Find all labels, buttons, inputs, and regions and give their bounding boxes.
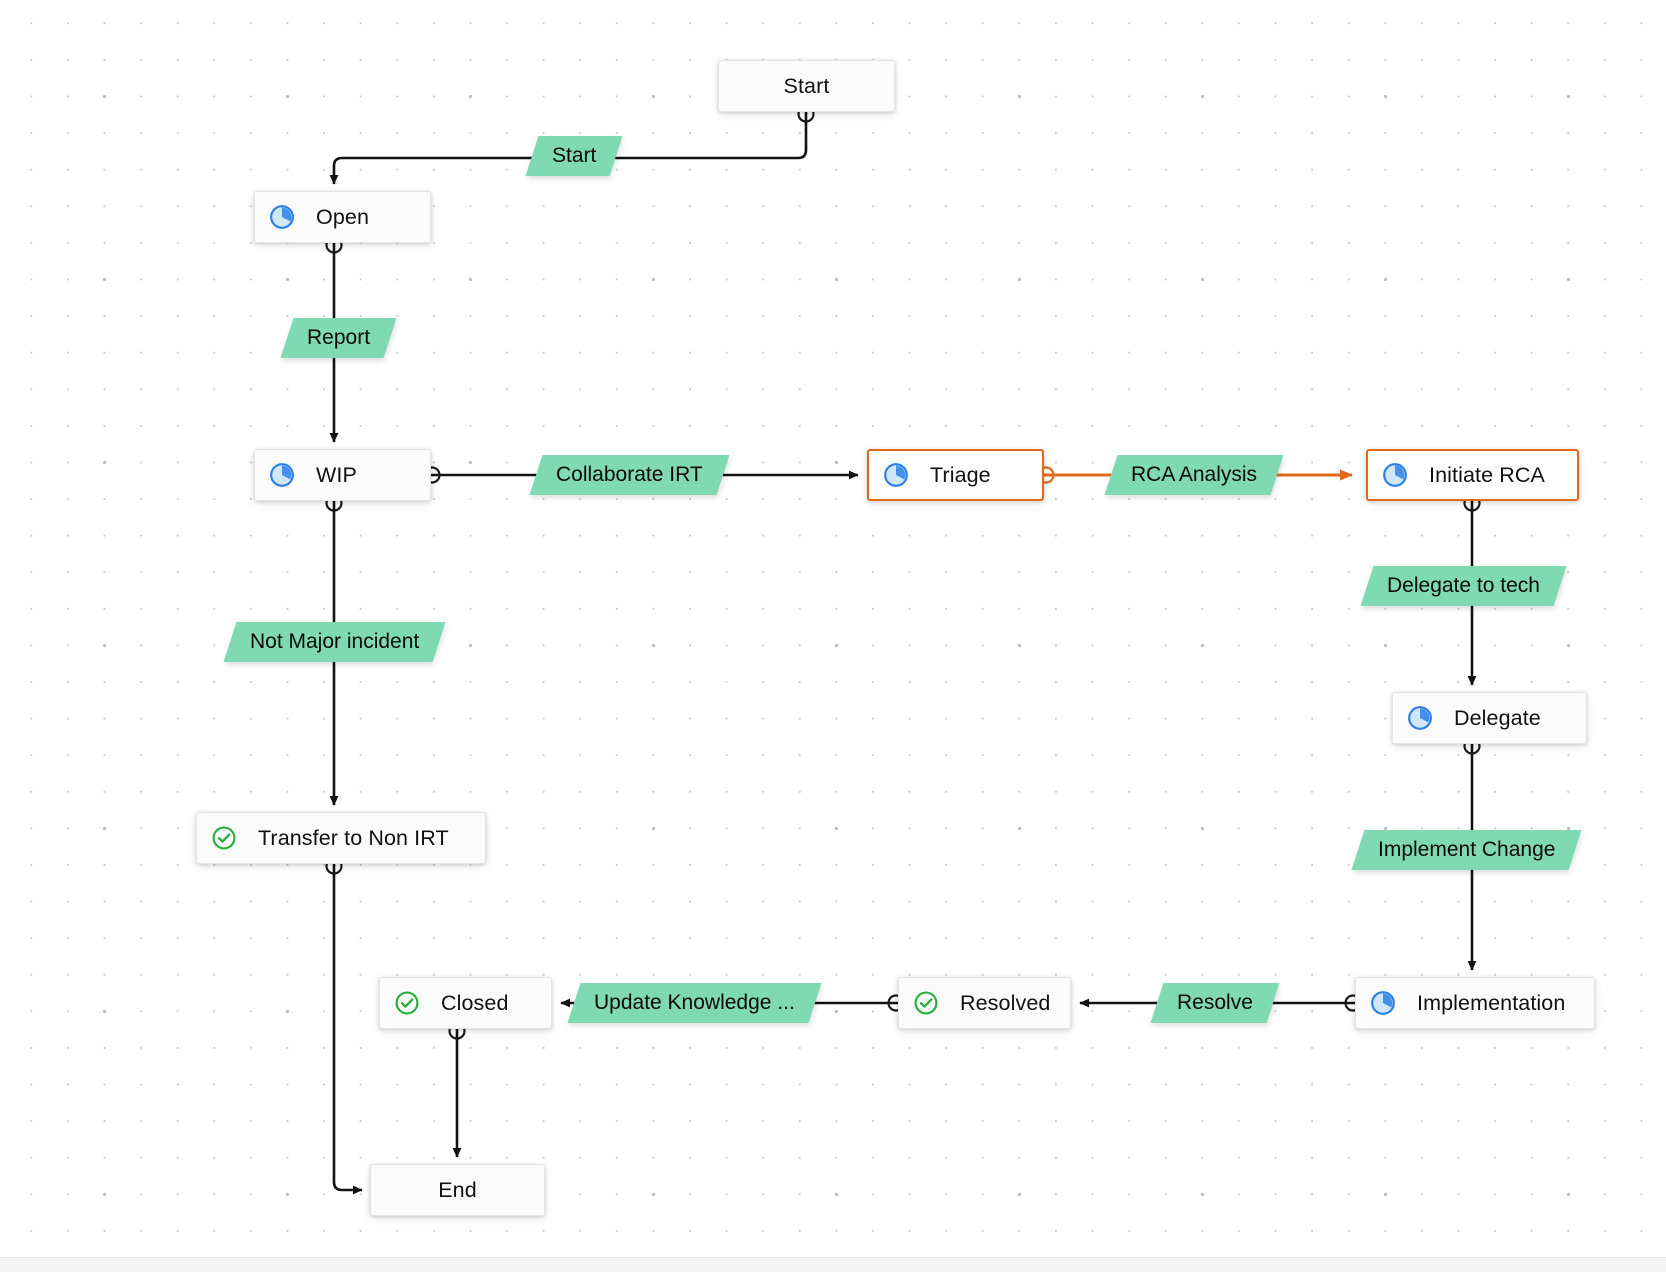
node-end-label: End: [438, 1177, 477, 1202]
node-wip-label: WIP: [316, 462, 357, 487]
node-initiate-rca-label: Initiate RCA: [1429, 462, 1545, 487]
edge-label-not-major-incident[interactable]: Not Major incident: [223, 622, 446, 662]
node-implementation-label: Implementation: [1417, 990, 1566, 1015]
clock-icon: [884, 463, 908, 487]
edge-label-update-knowledge-text: Update Knowledge ...: [594, 991, 795, 1014]
bottom-strip: [0, 1257, 1666, 1272]
check-circle-icon: [395, 991, 419, 1015]
edge-label-resolve[interactable]: Resolve: [1150, 983, 1280, 1023]
node-resolved-label: Resolved: [960, 990, 1051, 1015]
check-circle-icon: [914, 991, 938, 1015]
clock-icon: [1371, 991, 1395, 1015]
edge-label-implement-change[interactable]: Implement Change: [1351, 830, 1582, 870]
edge-label-start[interactable]: Start: [525, 136, 623, 176]
node-delegate[interactable]: Delegate: [1392, 692, 1587, 744]
edge-transfer-end: [332, 864, 363, 1195]
node-initiate-rca[interactable]: Initiate RCA: [1366, 449, 1579, 501]
node-wip[interactable]: WIP: [254, 449, 431, 501]
node-end[interactable]: End: [370, 1164, 545, 1216]
clock-icon: [1383, 463, 1407, 487]
node-open[interactable]: Open: [254, 191, 431, 243]
node-start[interactable]: Start: [718, 60, 895, 112]
edge-label-rca-analysis-text: RCA Analysis: [1131, 463, 1258, 486]
node-closed[interactable]: Closed: [379, 977, 552, 1029]
clock-icon: [270, 463, 294, 487]
edge-label-rca-analysis[interactable]: RCA Analysis: [1104, 455, 1284, 495]
clock-icon: [270, 205, 294, 229]
node-transfer-to-non-irt[interactable]: Transfer to Non IRT: [196, 812, 486, 864]
edge-label-resolve-text: Resolve: [1177, 991, 1253, 1014]
edge-label-implement-change-text: Implement Change: [1378, 838, 1556, 861]
node-start-label: Start: [783, 73, 830, 98]
node-delegate-label: Delegate: [1454, 705, 1541, 730]
node-resolved[interactable]: Resolved: [898, 977, 1071, 1029]
edge-label-collaborate-irt-text: Collaborate IRT: [556, 463, 703, 486]
node-implementation[interactable]: Implementation: [1355, 977, 1595, 1029]
edge-label-report-text: Report: [307, 326, 371, 349]
node-triage-label: Triage: [930, 462, 991, 487]
edge-label-not-major-incident-text: Not Major incident: [250, 630, 420, 653]
connection-handles: [325, 105, 1481, 1040]
check-circle-icon: [212, 826, 236, 850]
edge-label-start-text: Start: [552, 144, 597, 167]
node-open-label: Open: [316, 204, 369, 229]
edge-label-report[interactable]: Report: [280, 318, 397, 358]
node-closed-label: Closed: [441, 990, 509, 1015]
node-transfer-to-non-irt-label: Transfer to Non IRT: [258, 825, 449, 850]
edge-label-delegate-to-tech[interactable]: Delegate to tech: [1360, 566, 1567, 606]
node-triage[interactable]: Triage: [867, 449, 1044, 501]
edge-label-delegate-to-tech-text: Delegate to tech: [1387, 574, 1540, 597]
edge-label-collaborate-irt[interactable]: Collaborate IRT: [529, 455, 730, 495]
edge-label-update-knowledge[interactable]: Update Knowledge ...: [567, 983, 822, 1023]
clock-icon: [1408, 706, 1432, 730]
